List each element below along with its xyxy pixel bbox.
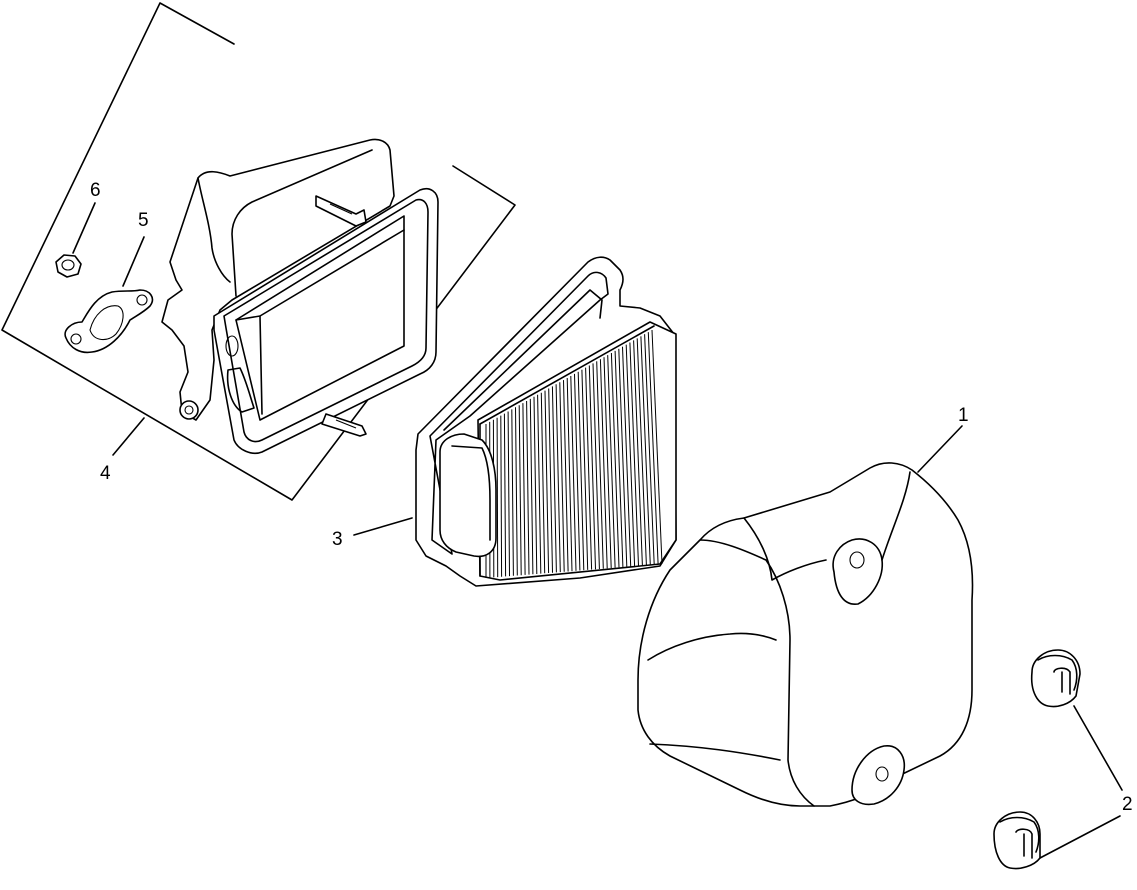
callout-1: 1 bbox=[958, 405, 969, 426]
pleat-line bbox=[651, 329, 663, 565]
pleat-line bbox=[636, 338, 647, 566]
pleat-line bbox=[574, 373, 581, 571]
pleat-line bbox=[555, 384, 561, 573]
callout-5: 5 bbox=[138, 210, 149, 231]
pleat-line bbox=[622, 346, 632, 567]
pleat-line bbox=[585, 367, 593, 570]
pleat-line bbox=[592, 363, 600, 570]
cover-part-1[interactable] bbox=[637, 425, 974, 807]
pleat-line bbox=[518, 405, 522, 576]
pleat-line bbox=[526, 400, 530, 575]
pleat-line bbox=[577, 371, 585, 571]
callout-4: 4 bbox=[100, 463, 111, 484]
pleat-line bbox=[500, 415, 503, 577]
pleat-line bbox=[610, 352, 620, 568]
pleat-line bbox=[533, 396, 538, 575]
pleat-line bbox=[563, 380, 569, 572]
pleat-line bbox=[633, 340, 643, 566]
pleat-line bbox=[522, 403, 526, 575]
callout-6: 6 bbox=[90, 180, 101, 201]
pleat-line bbox=[559, 382, 565, 572]
pleat-line bbox=[566, 377, 573, 572]
pleat-line bbox=[507, 411, 510, 577]
leader-lines-part-2 bbox=[1039, 705, 1123, 859]
pleat-line bbox=[640, 336, 651, 565]
pleat-line bbox=[629, 342, 639, 566]
pleat-line bbox=[644, 334, 655, 565]
knob-lower-part-2[interactable] bbox=[993, 811, 1041, 870]
pleat-line bbox=[496, 417, 499, 578]
pleat-line bbox=[618, 348, 628, 567]
callout-2: 2 bbox=[1122, 794, 1133, 815]
hex-nut-part-6[interactable] bbox=[55, 202, 96, 278]
gasket-part-5[interactable] bbox=[64, 236, 154, 354]
pleat-line bbox=[529, 398, 534, 575]
pleat-line bbox=[570, 375, 577, 571]
callout-3: 3 bbox=[332, 529, 343, 550]
pleat-line bbox=[614, 350, 624, 568]
pleat-line bbox=[588, 365, 596, 570]
pleat-line bbox=[599, 359, 608, 569]
pleat-line bbox=[544, 390, 550, 574]
pleat-line bbox=[540, 392, 546, 574]
pleat-line bbox=[515, 407, 518, 576]
pleat-line bbox=[625, 344, 636, 567]
knob-upper-part-2[interactable] bbox=[1030, 649, 1081, 708]
air-cleaner-base-part-4[interactable] bbox=[161, 138, 439, 455]
pleat-line bbox=[607, 355, 616, 568]
pleat-line bbox=[603, 357, 612, 569]
bracket-group-4 bbox=[1, 2, 516, 501]
pleat-line bbox=[503, 413, 507, 577]
pleat-line bbox=[581, 369, 589, 570]
air-filter-part-3[interactable] bbox=[353, 256, 677, 587]
pleat-line bbox=[548, 388, 553, 573]
pleat-line bbox=[511, 409, 514, 576]
pleat-line bbox=[596, 361, 604, 569]
pleat-line bbox=[551, 386, 557, 573]
pleat-line bbox=[537, 394, 542, 574]
pleat-line bbox=[647, 332, 659, 565]
